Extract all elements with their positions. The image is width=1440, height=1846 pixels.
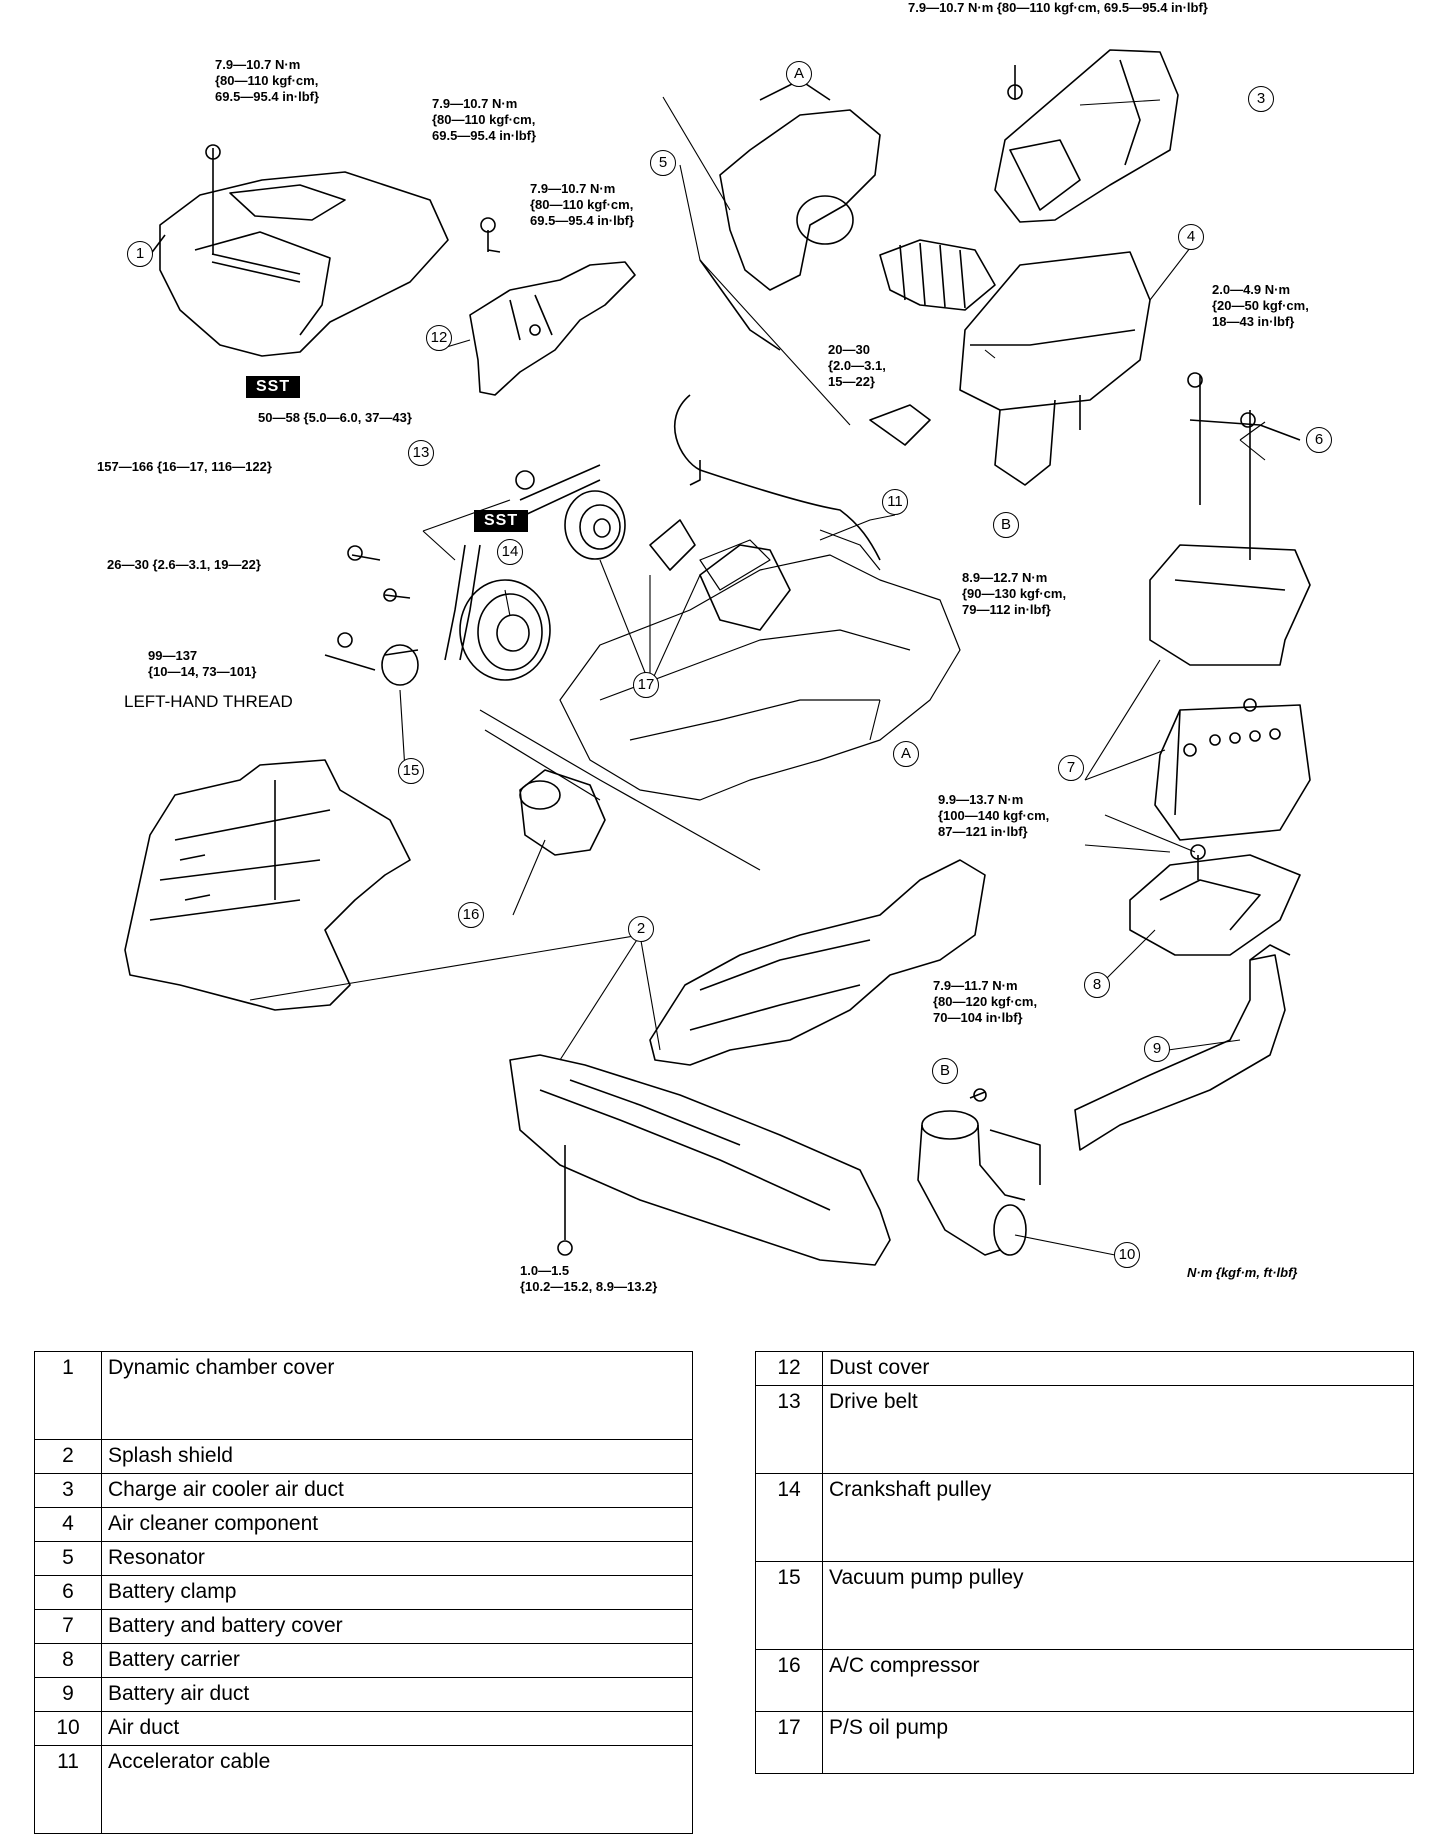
charge-air-cooler-duct-drawing: [994, 49, 1179, 223]
sst-badge-upper: SST: [246, 376, 301, 398]
drive-belt-drawing: [444, 464, 601, 661]
engine-drawing: [479, 529, 961, 871]
callout-2: 2: [628, 916, 654, 942]
callout-6: 6: [1306, 427, 1332, 453]
dynamic-chamber-cover-drawing: [149, 171, 449, 357]
torque-label-top-duct: 7.9—10.7 N·m {80—110 kgf·cm, 69.5—95.4 i…: [908, 0, 1208, 15]
accelerator-cable-drawing: [673, 394, 931, 561]
air-hose-drawing: [879, 239, 996, 311]
torque-label-crank-bolt: 157—166 {16—17, 116—122}: [97, 459, 272, 474]
splash-shield-right-drawing: [649, 859, 986, 1066]
callout-letter-b-top: B: [993, 512, 1019, 538]
callout-3: 3: [1248, 86, 1274, 112]
crankshaft-pulley-drawing: [459, 579, 551, 681]
splash-shield-left-drawing: [124, 759, 411, 1011]
exploded-diagram: 7.9—10.7 N·m {80—110 kgf·cm, 69.5—95.4 i…: [97, 0, 1332, 1294]
torque-label-26: 26—30 {2.6—3.1, 19—22}: [107, 557, 261, 572]
air-duct-drawing: [917, 1088, 1041, 1256]
torque-label-air-duct: 7.9—11.7 N·m {80—120 kgf·cm, 70—104 in·l…: [933, 978, 1038, 1025]
callout-letter-a-top: A: [786, 61, 812, 87]
callout-7: 7: [1058, 755, 1084, 781]
callout-letter-a-bottom: A: [893, 741, 919, 767]
callout-5: 5: [650, 150, 676, 176]
callout-15: 15: [398, 758, 424, 784]
torque-label-battery-clamp: 2.0—4.9 N·m {20—50 kgf·cm, 18—43 in·lbf}: [1212, 282, 1309, 329]
vacuum-pump-pulley-drawing: [381, 644, 419, 686]
callout-9: 9: [1144, 1036, 1170, 1062]
nut-sst-drawing: [515, 470, 535, 490]
callout-17: 17: [633, 672, 659, 698]
battery-cover-drawing: [1149, 544, 1311, 666]
callout-12: 12: [426, 325, 452, 351]
leader-lines: [249, 96, 1266, 1256]
torque-label-sst: 50—58 {5.0—6.0, 37—43}: [258, 410, 412, 425]
callout-13: 13: [408, 440, 434, 466]
torque-label-battery-carrier: 9.9—13.7 N·m {100—140 kgf·cm, 87—121 in·…: [938, 792, 1050, 839]
battery-clamp-drawing: [1187, 372, 1301, 560]
dust-cover-drawing: [469, 217, 636, 396]
torque-label-resonator-nut: 20—30 {2.0—3.1, 15—22}: [828, 342, 886, 389]
units-note: N·m {kgf·m, ft·lbf}: [1187, 1265, 1298, 1280]
battery-drawing: [1154, 698, 1311, 841]
torque-label-cover: 7.9—10.7 N·m {80—110 kgf·cm, 69.5—95.4 i…: [215, 57, 320, 104]
diagram-line-art: [124, 49, 1311, 1266]
callout-4: 4: [1178, 224, 1204, 250]
torque-label-dust-cover-bolt: 7.9—10.7 N·m {80—110 kgf·cm, 69.5—95.4 i…: [432, 96, 537, 143]
callout-14: 14: [497, 539, 523, 565]
torque-label-bracket-bolt: 7.9—10.7 N·m {80—110 kgf·cm, 69.5—95.4 i…: [530, 181, 635, 228]
callout-letter-b-bottom: B: [932, 1058, 958, 1084]
resonator-drawing: [699, 79, 881, 351]
callout-8: 8: [1084, 972, 1110, 998]
callout-11: 11: [882, 489, 908, 515]
air-cleaner-drawing: [959, 251, 1151, 486]
battery-carrier-drawing: [1129, 844, 1301, 956]
nut-99-drawing: [324, 632, 376, 671]
left-hand-thread-note: LEFT-HAND THREAD: [124, 692, 293, 711]
ac-compressor-drawing: [519, 769, 606, 856]
upper-pulley-drawing: [564, 490, 626, 560]
splash-shield-front-drawing: [509, 1054, 891, 1266]
torque-label-cable-bracket: 8.9—12.7 N·m {90—130 kgf·cm, 79—112 in·l…: [962, 570, 1067, 617]
bolt-26-drawing: [383, 588, 411, 602]
ps-oil-pump-drawing: [649, 519, 791, 631]
callout-10: 10: [1114, 1242, 1140, 1268]
callout-16: 16: [458, 902, 484, 928]
torque-label-splash-shield: 1.0—1.5 {10.2—15.2, 8.9—13.2}: [520, 1263, 658, 1294]
cover-nut-drawing: [205, 144, 221, 255]
battery-air-duct-drawing: [1074, 944, 1291, 1151]
sst-badge-lower: SST: [474, 510, 529, 532]
torque-label-99: 99—137 {10—14, 73—101}: [148, 648, 257, 679]
crank-bolt-drawing: [347, 545, 381, 561]
callout-1: 1: [127, 241, 153, 267]
